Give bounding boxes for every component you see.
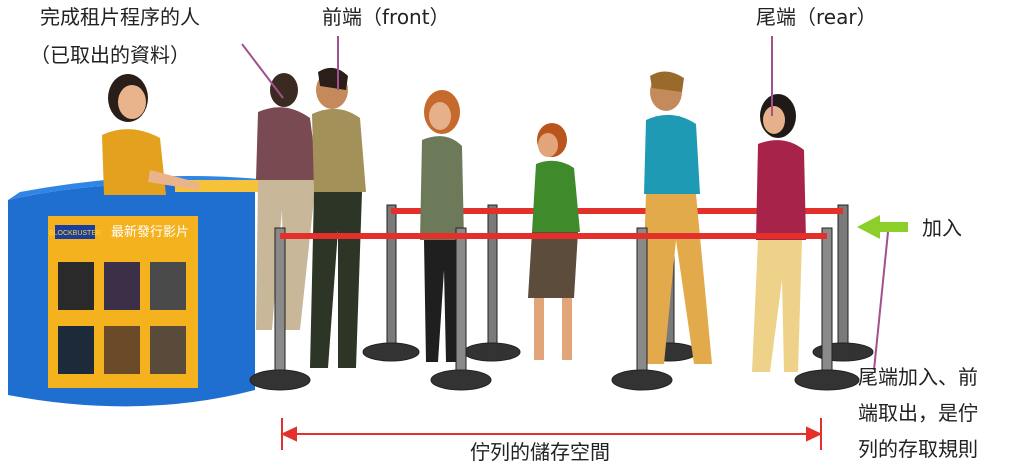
enqueue-label: 加入: [922, 216, 962, 240]
storage-space-indicator: [280, 418, 823, 450]
movie-cover: [104, 326, 140, 374]
queue-person-4: [640, 71, 712, 364]
clerk: [102, 74, 200, 195]
movie-cover: [150, 262, 186, 310]
rule-label-line3: 列的存取規則: [858, 437, 978, 461]
front-label: 前端（front）: [322, 5, 450, 29]
rear-customer: [752, 94, 806, 372]
movie-cover: [58, 262, 94, 310]
movie-cover: [58, 326, 94, 374]
queue-person-2: [420, 90, 464, 362]
queue-person-3-child: [528, 123, 580, 360]
pointer-lines: [241, 36, 889, 371]
front-customer: [310, 67, 366, 368]
new-release-sign: 最新發行影片: [111, 224, 189, 240]
logo-text: BLOCKBUSTER: [49, 230, 101, 237]
enqueue-arrow: [857, 215, 908, 239]
rule-label-line1: 尾端加入、前: [858, 365, 978, 389]
blockbuster-logo: [55, 225, 95, 239]
rule-label-line2: 端取出，是佇: [858, 401, 978, 425]
rental-counter: BLOCKBUSTER 最新發行影片: [8, 176, 270, 407]
served-person-label-2: （已取出的資料）: [30, 43, 190, 67]
rear-label: 尾端（rear）: [756, 5, 877, 29]
stanchion-posts-front: [249, 227, 860, 391]
storage-space-label: 佇列的儲存空間: [470, 440, 610, 464]
served-person-label-1: 完成租片程序的人: [40, 5, 200, 29]
served-customer: [256, 73, 318, 330]
movie-cover: [150, 326, 186, 374]
movie-cover: [104, 262, 140, 310]
